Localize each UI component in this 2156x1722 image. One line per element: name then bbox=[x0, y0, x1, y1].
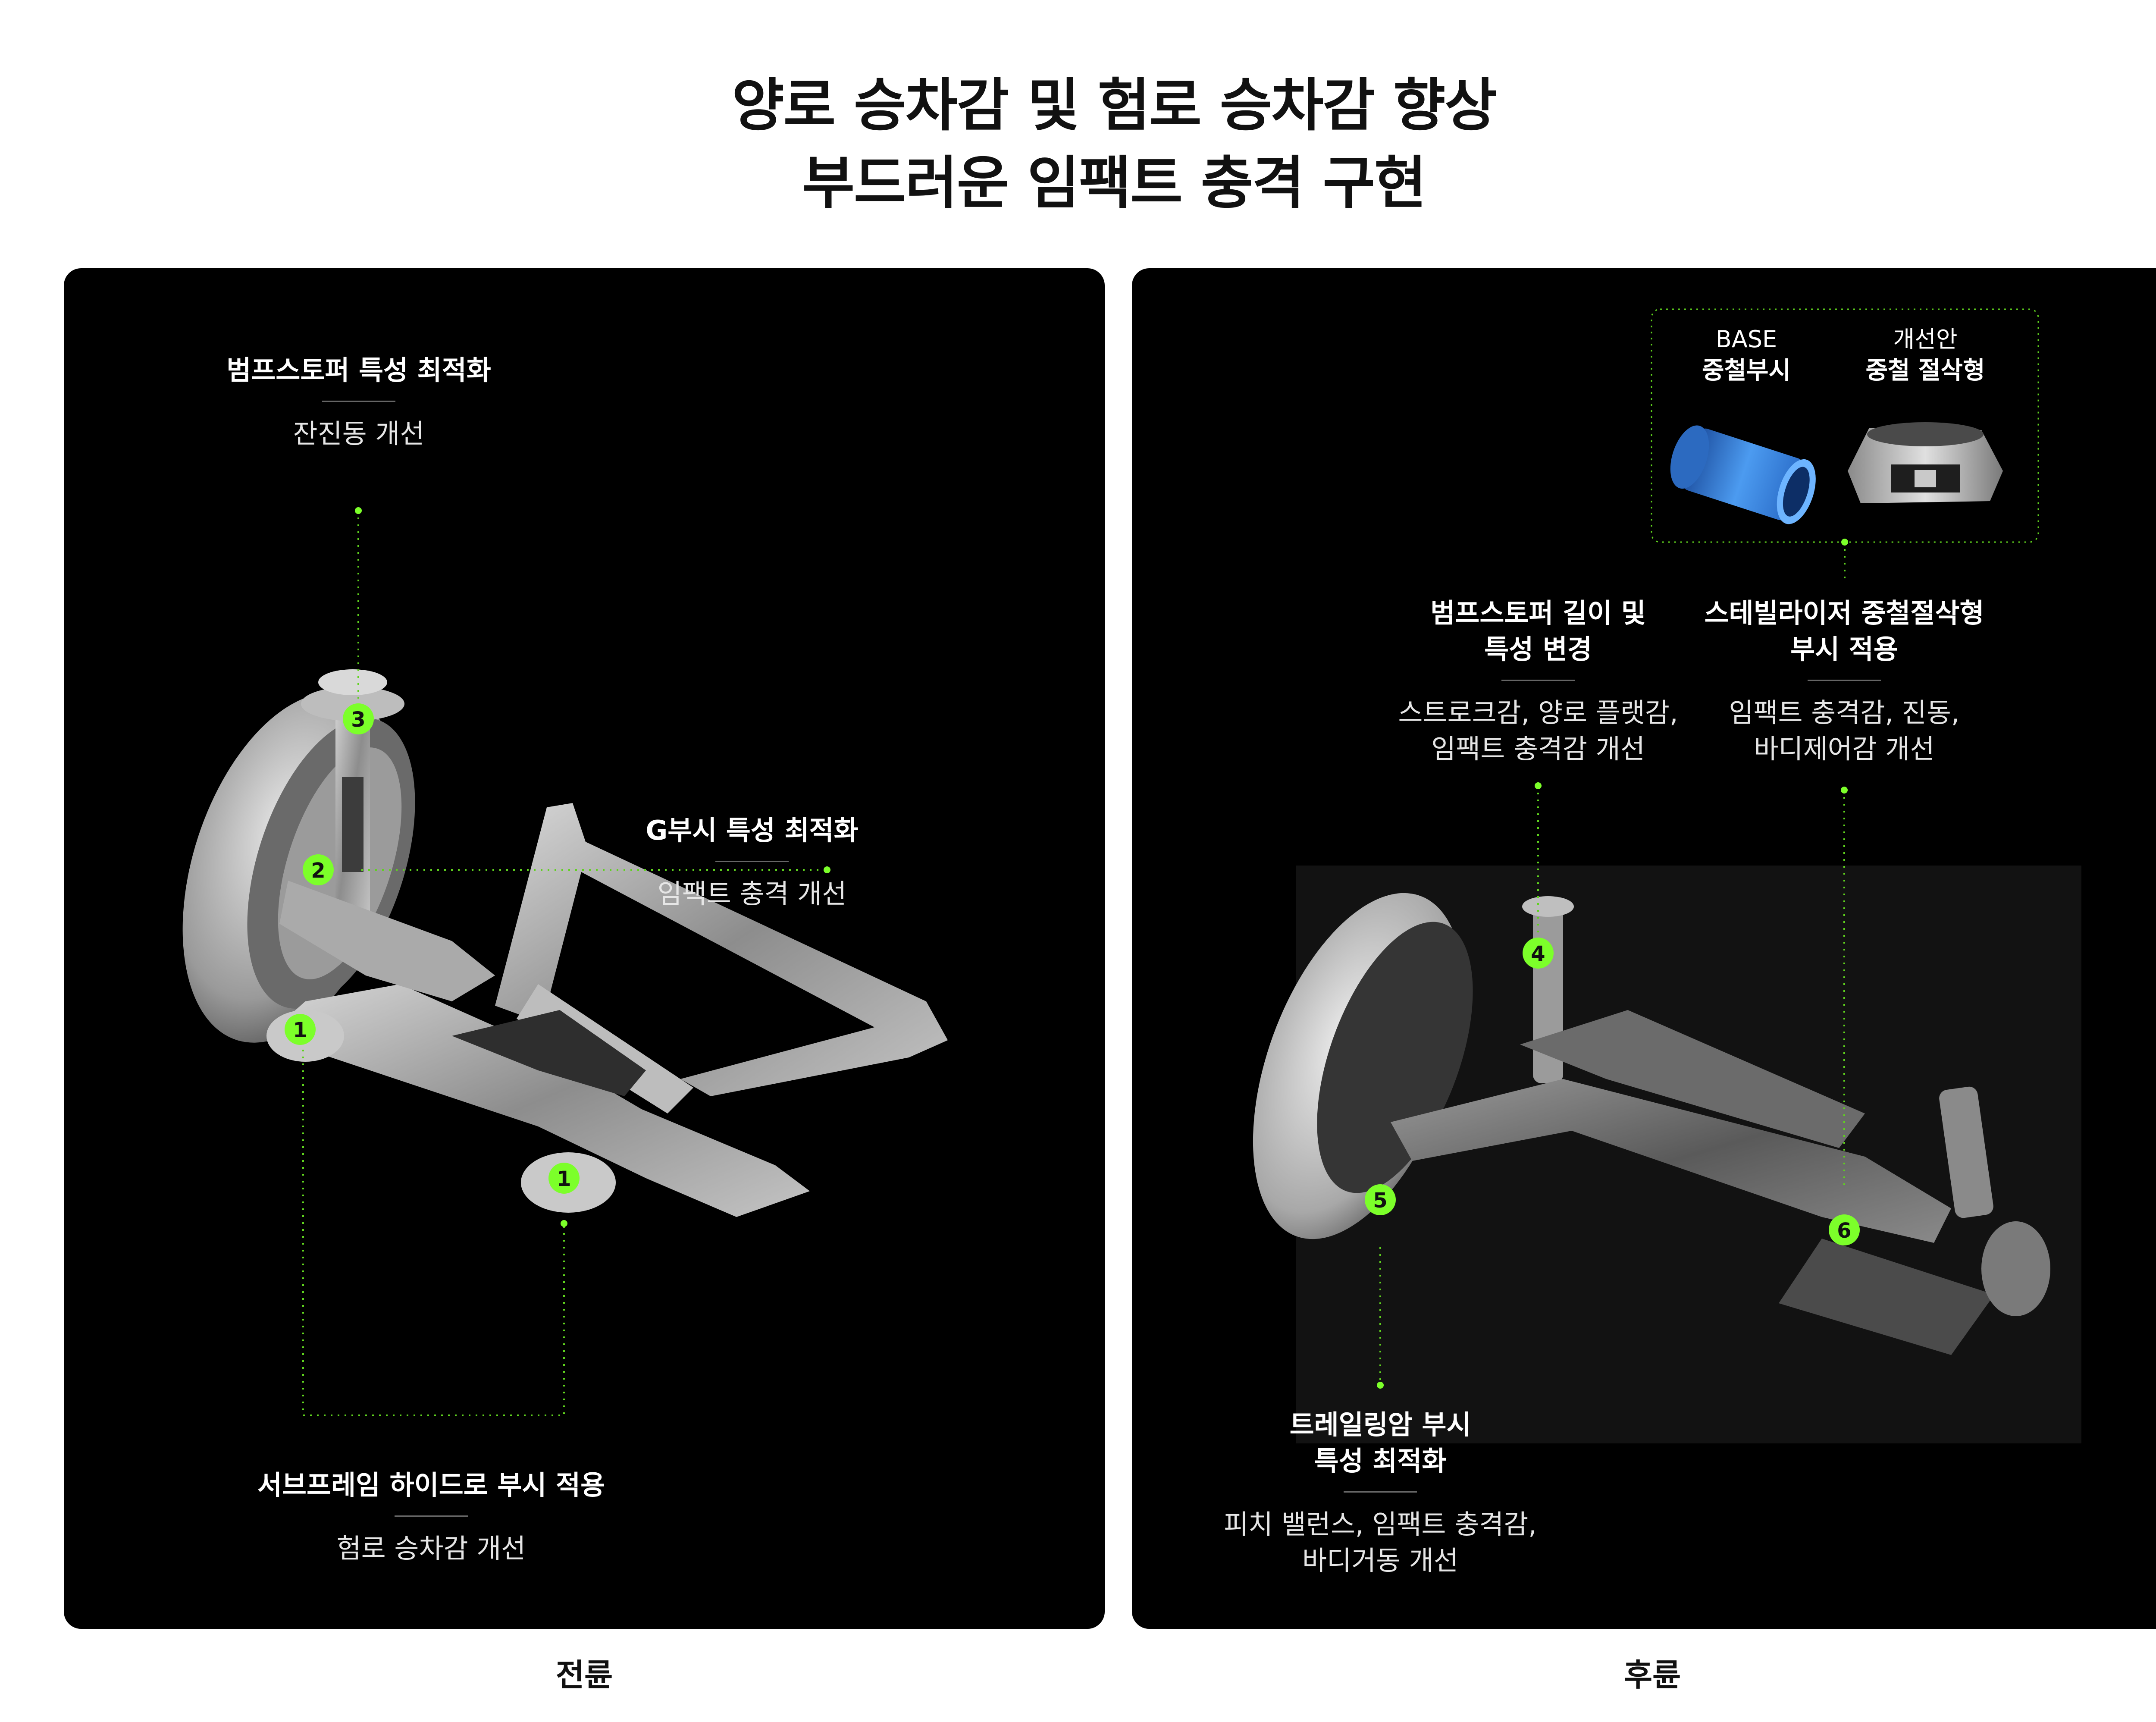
callout-description: 임팩트 충격감, 진동, 바디제어감 개선 bbox=[1729, 697, 1960, 765]
rear-callout-trailing-arm: 트레일링암 부시 특성 최적화 피치 밸런스, 임팩트 충격감, 바디거동 개선 bbox=[1143, 1407, 1617, 1579]
badge-5: 5 bbox=[1365, 1184, 1396, 1215]
callout-heading: 범프스토퍼 특성 최적화 bbox=[226, 354, 491, 386]
badge-2: 2 bbox=[303, 854, 334, 885]
badge-4: 4 bbox=[1523, 938, 1554, 969]
callout-heading: 범프스토퍼 길이 및 특성 변경 bbox=[1430, 597, 1646, 665]
title-line-1: 양로 승차감 및 험로 승차감 향상 bbox=[732, 72, 1497, 139]
improved-label-top: 개선안 bbox=[1893, 326, 1958, 353]
improved-bushing-label: 개선안 중철 절삭형 bbox=[1805, 324, 2046, 387]
title-line-2: 부드러운 임팩트 충격 구현 bbox=[802, 150, 1427, 216]
callout-description: 피치 밸런스, 임팩트 충격감, 바디거동 개선 bbox=[1224, 1509, 1537, 1576]
callout-divider bbox=[715, 861, 789, 862]
front-callout-bumpstopper: 범프스토퍼 특성 최적화 잔진동 개선 bbox=[122, 352, 596, 452]
base-label-top: BASE bbox=[1715, 326, 1777, 353]
callout-divider bbox=[1344, 1491, 1417, 1493]
improved-bushing-image bbox=[1848, 422, 2003, 503]
base-bushing-label: BASE 중철부시 bbox=[1626, 324, 1867, 387]
callout-divider bbox=[1501, 680, 1575, 681]
svg-text:1: 1 bbox=[293, 1018, 307, 1042]
base-label-name: 중철부시 bbox=[1702, 357, 1791, 385]
rear-panel-label: 후륜 bbox=[1623, 1657, 1681, 1693]
callout-heading: 서브프레임 하이드로 부시 적용 bbox=[257, 1469, 605, 1501]
callout-divider bbox=[322, 401, 395, 402]
callout-description: 험로 승차감 개선 bbox=[336, 1533, 526, 1564]
callout-divider bbox=[395, 1515, 468, 1517]
badge-6: 6 bbox=[1829, 1214, 1860, 1245]
improved-label-name: 중철 절삭형 bbox=[1865, 357, 1985, 385]
svg-text:5: 5 bbox=[1373, 1189, 1387, 1213]
base-bushing-image bbox=[1670, 425, 1816, 524]
rear-suspension-illustration: 4 6 5 bbox=[1253, 308, 2050, 1389]
front-callout-g-bush: G부시 특성 최적화 임팩트 충격 개선 bbox=[515, 812, 989, 912]
front-callout-hydro-bush: 서브프레임 하이드로 부시 적용 험로 승차감 개선 bbox=[194, 1467, 668, 1567]
svg-text:6: 6 bbox=[1837, 1219, 1851, 1243]
callout-heading: 스테빌라이저 중철절삭형 부시 적용 bbox=[1704, 597, 1984, 665]
svg-text:4: 4 bbox=[1531, 942, 1545, 966]
front-panel: 3 2 1 1 범프스토퍼 특성 최적화 잔진동 개선 G부시 특성 최적화 임… bbox=[64, 268, 1105, 1629]
svg-text:3: 3 bbox=[351, 708, 365, 732]
badge-1-left: 1 bbox=[285, 1014, 316, 1045]
rear-panel: 4 6 5 BASE 중철부시 개선안 중철 절삭형 범프스토퍼 길이 및 특성… bbox=[1132, 268, 2156, 1629]
callout-divider bbox=[1808, 680, 1881, 681]
svg-text:2: 2 bbox=[311, 859, 325, 883]
badge-3: 3 bbox=[343, 703, 374, 734]
rear-callout-bumpstopper: 범프스토퍼 길이 및 특성 변경 스트로크감, 양로 플랫감, 임팩트 충격감 … bbox=[1301, 595, 1775, 767]
callout-heading: G부시 특성 최적화 bbox=[646, 815, 859, 846]
callout-description: 임팩트 충격 개선 bbox=[657, 878, 847, 910]
callout-description: 스트로크감, 양로 플랫감, 임팩트 충격감 개선 bbox=[1398, 697, 1678, 765]
front-panel-label: 전륜 bbox=[555, 1657, 613, 1693]
callout-description: 잔진동 개선 bbox=[293, 418, 425, 449]
svg-text:1: 1 bbox=[557, 1167, 571, 1191]
front-suspension-illustration: 3 2 1 1 bbox=[182, 507, 948, 1416]
callout-heading: 트레일링암 부시 특성 최적화 bbox=[1289, 1409, 1471, 1477]
rear-callout-stabilizer: 스테빌라이저 중철절삭형 부시 적용 임팩트 충격감, 진동, 바디제어감 개선 bbox=[1607, 595, 2081, 767]
badge-1-right: 1 bbox=[548, 1163, 580, 1194]
